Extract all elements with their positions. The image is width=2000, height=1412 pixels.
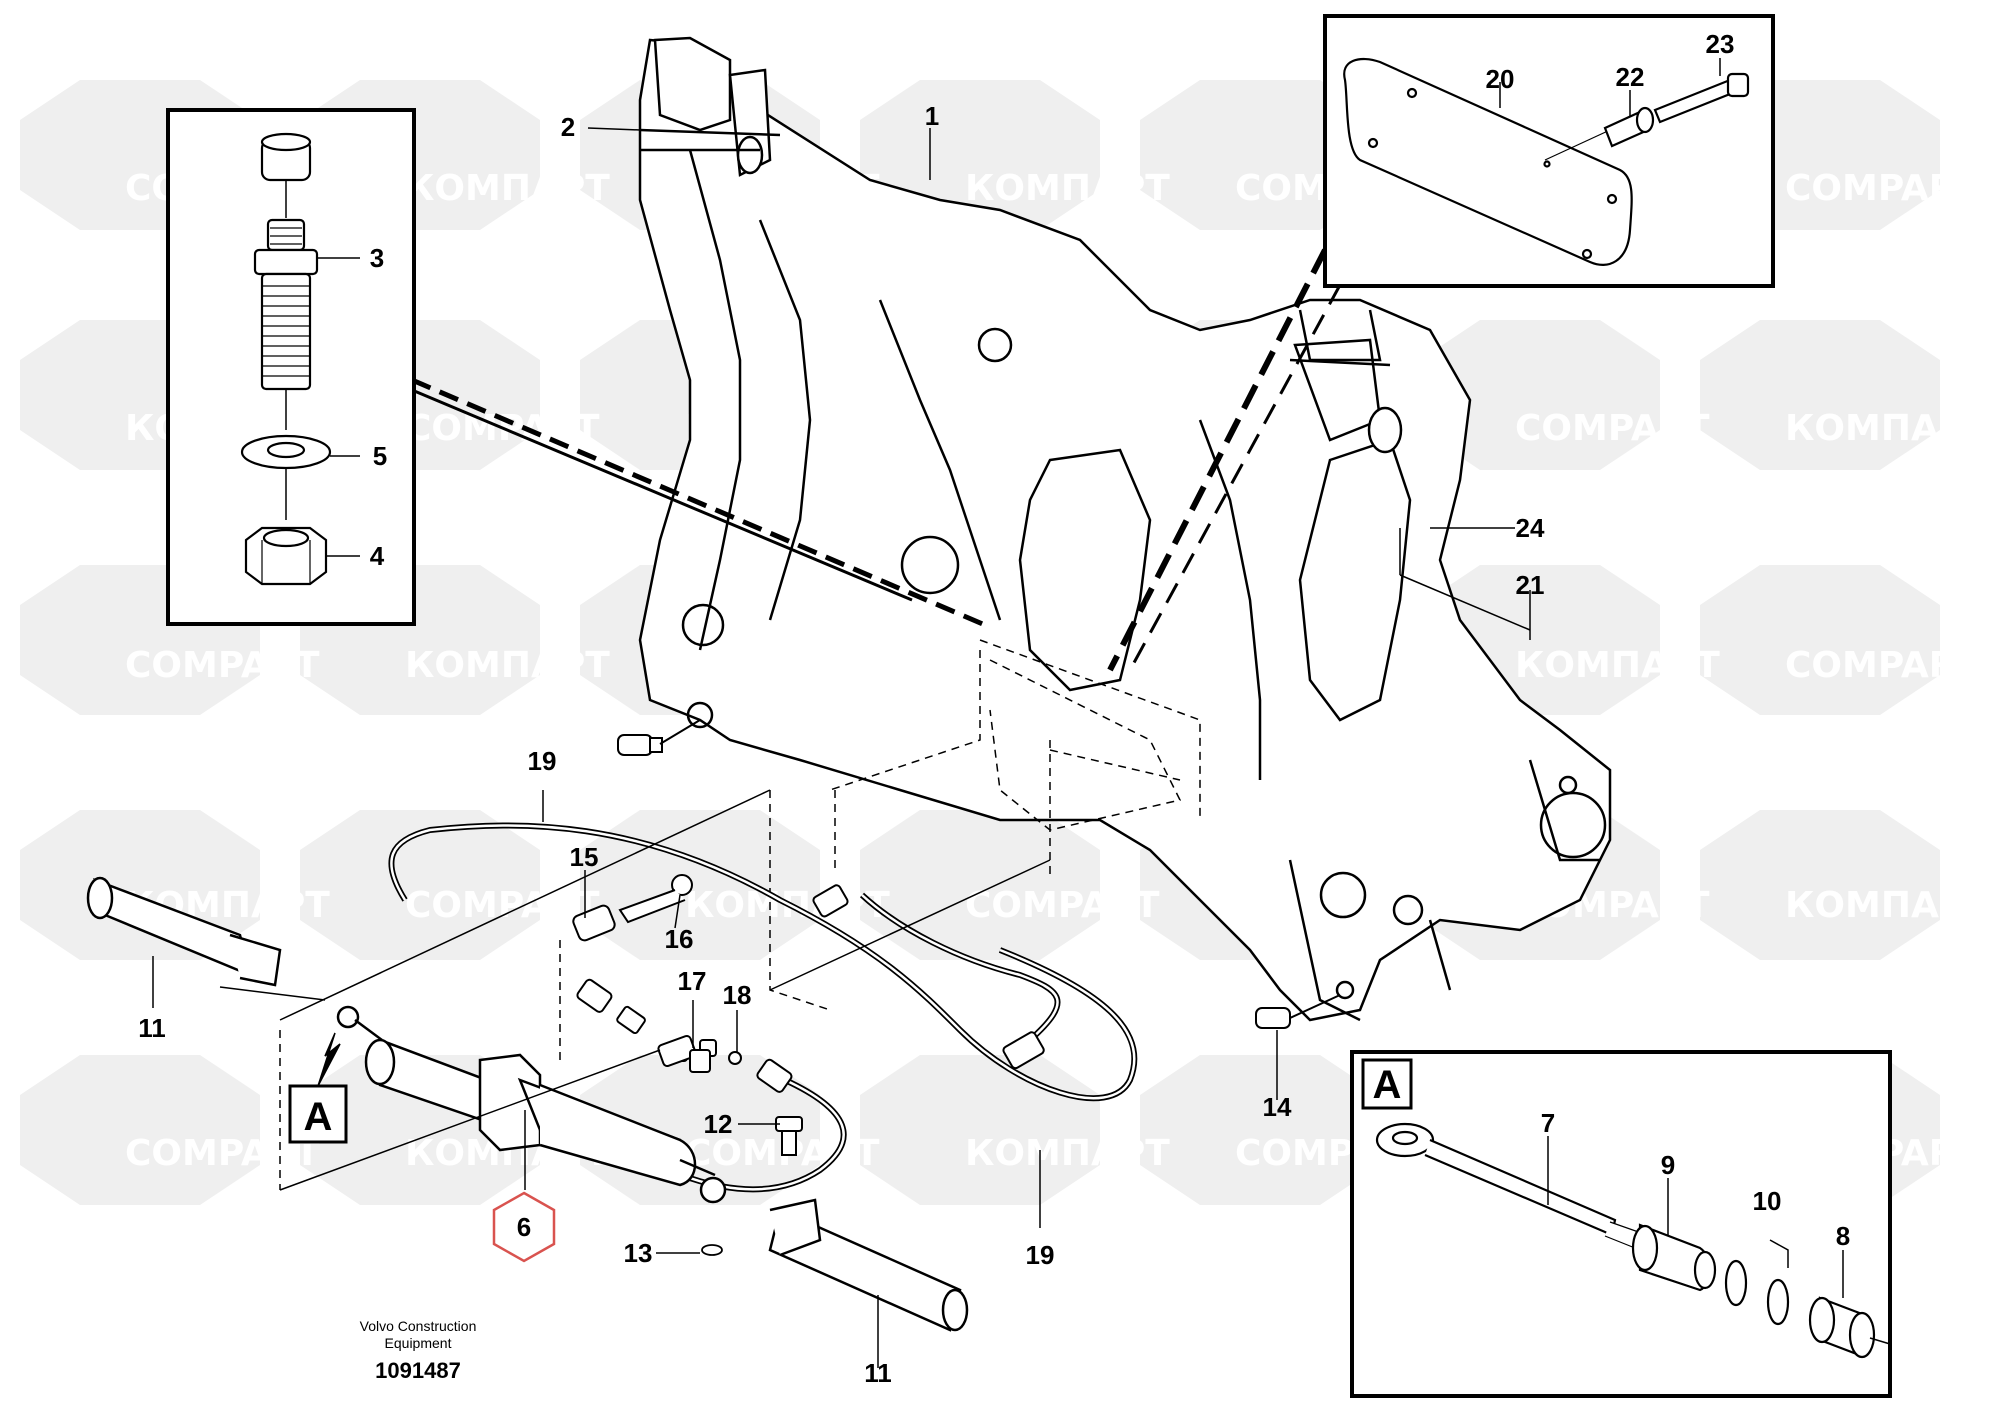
watermark-text: COMPART [965, 885, 1160, 926]
watermark-text: КОМПАРТ [1785, 408, 1990, 449]
view-a-reference-label: A [304, 1095, 333, 1139]
callout-17[interactable]: 17 [678, 966, 707, 996]
callout-5[interactable]: 5 [373, 441, 387, 471]
callout-7[interactable]: 7 [1541, 1108, 1555, 1138]
pin-11 [86, 876, 969, 1332]
callout-2[interactable]: 2 [561, 112, 575, 142]
watermark-text: КОМПАРТ [405, 645, 610, 686]
callout-18[interactable]: 18 [723, 980, 752, 1010]
watermark-text: COMPART [125, 1133, 320, 1174]
watermark-text: COMPART [405, 885, 600, 926]
watermark-text: COMPART [1515, 408, 1710, 449]
callout-8[interactable]: 8 [1836, 1221, 1850, 1251]
callout-3[interactable]: 3 [370, 243, 384, 273]
callout-15[interactable]: 15 [570, 842, 599, 872]
part-6-highlight[interactable] [492, 1191, 556, 1263]
callout-1[interactable]: 1 [925, 101, 939, 131]
drawing-number: 1091487 [375, 1358, 461, 1383]
assembly-lines [219, 789, 1051, 1191]
washer-13 [701, 1244, 723, 1256]
watermark-text: КОМПАРТ [405, 168, 610, 209]
watermark-text: COMPART [1785, 168, 1980, 209]
callout-19[interactable]: 19 [1026, 1240, 1055, 1270]
watermark-text: COMPART [125, 645, 320, 686]
callout-11[interactable]: 11 [138, 1013, 166, 1043]
callout-10[interactable]: 10 [1753, 1186, 1782, 1216]
main-frame [638, 36, 1612, 1022]
detail-box-cover [1323, 14, 1775, 288]
detail-view-a: A [1350, 1050, 1892, 1398]
brand-line-2: Equipment [385, 1335, 452, 1351]
detail-view-label: A [1373, 1063, 1402, 1107]
callout-12[interactable]: 12 [704, 1109, 733, 1139]
watermark-text: КОМПАРТ [965, 168, 1170, 209]
watermark-text: КОМПАРТ [1785, 885, 1990, 926]
lock-cylinder [336, 1005, 727, 1204]
callout-leaders [152, 58, 1844, 1368]
plug-12 [775, 1116, 803, 1156]
callout-14[interactable]: 14 [1263, 1092, 1292, 1122]
callout-20[interactable]: 20 [1486, 64, 1515, 94]
footer: Volvo Construction Equipment 1091487 [360, 1318, 477, 1383]
callout-21[interactable]: 21 [1516, 570, 1545, 600]
detail-box-fittings [166, 108, 416, 626]
grease-fitting [617, 719, 1341, 1029]
callout-23[interactable]: 23 [1706, 29, 1735, 59]
callout-19[interactable]: 19 [528, 746, 557, 776]
watermark-text: COMPART [1785, 645, 1980, 686]
watermark-text: КОМПАРТ [1515, 645, 1720, 686]
callout-4[interactable]: 4 [370, 541, 385, 571]
callout-9[interactable]: 9 [1661, 1150, 1675, 1180]
callout-numbers: 1 2 3 4 5 6 7 8 9 10 11 11 12 13 14 15 1… [138, 29, 1850, 1388]
view-a-reference: A [288, 1032, 348, 1144]
callout-16[interactable]: 16 [665, 924, 694, 954]
callout-11[interactable]: 11 [864, 1358, 892, 1388]
leader-lines [411, 248, 1342, 672]
bolt-16 [572, 874, 693, 942]
watermark-text: КОМПАРТ [965, 1133, 1170, 1174]
callout-22[interactable]: 22 [1616, 62, 1645, 92]
callout-6[interactable]: 6 [517, 1212, 531, 1242]
callout-13[interactable]: 13 [624, 1238, 653, 1268]
brand-line-1: Volvo Construction [360, 1318, 477, 1334]
hose-fitting [576, 884, 1045, 1093]
callout-24[interactable]: 24 [1516, 513, 1545, 543]
